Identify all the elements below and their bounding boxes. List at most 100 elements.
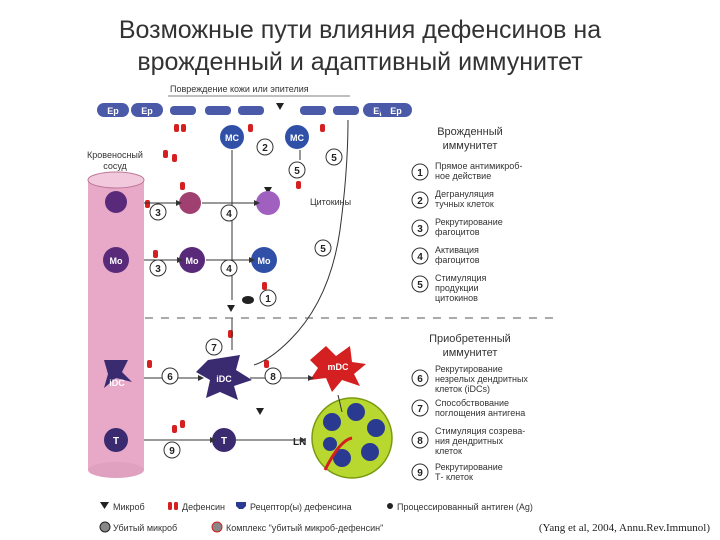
svg-text:5: 5 — [417, 280, 423, 291]
svg-text:цитокинов: цитокинов — [435, 293, 478, 303]
t-cell-label-vessel: T — [113, 436, 119, 447]
killed-microbe-legend-icon — [99, 521, 111, 533]
monocyte-label-activated: Mo — [258, 256, 271, 266]
svg-text:тучных клеток: тучных клеток — [435, 199, 494, 209]
svg-text:фагоцитов: фагоцитов — [435, 255, 480, 265]
adaptive-heading-line-1: Приобретенный — [429, 333, 511, 345]
svg-text:клеток (iDCs): клеток (iDCs) — [435, 384, 490, 394]
svg-text:1: 1 — [417, 168, 423, 179]
skin-damage-label: Повреждение кожи или эпителия — [170, 84, 309, 94]
innate-item-5: 5 Стимуляция продукции цитокинов — [411, 273, 487, 303]
title-line-1: Возможные пути влияния дефенсинов на — [118, 16, 602, 44]
mast-cell — [220, 125, 244, 149]
idc-cell — [196, 355, 252, 400]
svg-text:фагоцитов: фагоцитов — [435, 227, 480, 237]
cytokines-label: Цитокины — [310, 197, 351, 207]
svg-text:2: 2 — [262, 143, 268, 154]
diagram-step-markers: 2 5 5 3 4 3 4 5 1 7 6 8 9 — [149, 138, 343, 459]
svg-text:5: 5 — [320, 244, 326, 255]
legend-microbe: Микроб — [113, 502, 145, 512]
svg-text:6: 6 — [417, 374, 423, 385]
svg-text:Рекрутирование: Рекрутирование — [435, 462, 503, 472]
innate-heading-line-2: иммунитет — [443, 140, 498, 152]
innate-item-2: 2 Дегрануляция тучных клеток — [411, 189, 494, 209]
svg-text:незрелых дендритных: незрелых дендритных — [435, 374, 528, 384]
slide-title: Возможные пути влияния дефенсинов на вро… — [0, 14, 720, 78]
defensin-legend-icon — [168, 502, 172, 510]
vessel-label-line-2: сосуд — [103, 161, 127, 171]
epithelium-cell — [131, 103, 163, 117]
svg-text:6: 6 — [167, 372, 173, 383]
adaptive-item-7: 7 Способствование поглощения антигена — [411, 398, 525, 418]
pathway-arrows — [144, 119, 349, 441]
adaptive-heading-line-2: иммунитет — [443, 347, 498, 359]
svg-text:9: 9 — [169, 446, 175, 457]
svg-text:8: 8 — [270, 372, 276, 383]
svg-text:Дегрануляция: Дегрануляция — [435, 189, 494, 199]
innate-item-1: 1 Прямое антимикроб- ное действие — [411, 161, 522, 181]
mast-cell-label: MC — [290, 133, 304, 143]
svg-text:Т- клеток: Т- клеток — [435, 472, 473, 482]
monocyte-in-vessel — [103, 247, 129, 273]
svg-text:8: 8 — [417, 436, 423, 447]
phagocyte-cell — [179, 192, 201, 214]
svg-text:3: 3 — [417, 224, 423, 235]
t-cell-label: T — [221, 436, 227, 447]
innate-heading-line-1: Врожденный — [437, 126, 503, 138]
svg-text:4: 4 — [226, 209, 232, 220]
t-cell-in-vessel — [104, 428, 128, 452]
t-cell — [212, 428, 236, 452]
svg-text:3: 3 — [155, 264, 161, 275]
epithelium-cell-label: Ep — [390, 106, 402, 116]
svg-text:7: 7 — [211, 343, 217, 354]
lymph-node-label: LN — [293, 437, 306, 448]
activated-phagocyte — [256, 191, 280, 215]
legend-defensin: Дефенсин — [182, 502, 225, 512]
activated-monocyte — [251, 247, 277, 273]
idc-in-vessel — [104, 360, 132, 388]
legend-receptor: Рецептор(ы) дефенсина — [250, 502, 352, 512]
idc-label-vessel: iDC — [109, 378, 125, 388]
phagocyte-in-vessel — [105, 191, 127, 213]
svg-text:ния дендритных: ния дендритных — [435, 436, 503, 446]
vessel-label-line-1: Кровеносный — [87, 150, 143, 160]
lymph-node — [311, 397, 393, 479]
mdc-cell — [310, 346, 366, 392]
svg-text:9: 9 — [417, 468, 423, 479]
svg-text:Стимуляция: Стимуляция — [435, 273, 487, 283]
monocyte-label: Mo — [110, 256, 123, 266]
svg-text:3: 3 — [155, 208, 161, 219]
adaptive-item-6: 6 Рекрутирование незрелых дендритных кле… — [411, 364, 528, 394]
svg-text:1: 1 — [265, 294, 271, 305]
epithelium-cell-label: Ep — [107, 106, 119, 116]
blood-vessel — [87, 171, 145, 478]
svg-text:Рекрутирование: Рекрутирование — [435, 364, 503, 374]
idc-label: iDC — [216, 374, 232, 384]
mast-cell-degranulating — [285, 125, 309, 149]
svg-text:4: 4 — [417, 252, 423, 263]
epithelium-cell-label: Ep — [141, 106, 153, 116]
svg-text:5: 5 — [294, 166, 300, 177]
svg-text:5: 5 — [331, 153, 337, 164]
legend: Микроб Дефенсин Рецептор(ы) дефенсина Пр… — [99, 502, 533, 533]
antigen-legend-icon — [387, 503, 393, 509]
svg-text:поглощения антигена: поглощения антигена — [435, 408, 525, 418]
legend-killed-microbe: Убитый микроб — [113, 523, 177, 533]
svg-text:ное действие: ное действие — [435, 171, 491, 181]
title-line-2: врожденный и адаптивный иммунитет — [137, 48, 583, 76]
receptor-legend-icon — [236, 502, 246, 509]
adaptive-item-8: 8 Стимуляция созрева- ния дендритных кле… — [411, 426, 525, 456]
epithelium-cell-label: Ep — [373, 106, 385, 116]
svg-text:Стимуляция созрева-: Стимуляция созрева- — [435, 426, 525, 436]
monocyte-label: Mo — [186, 256, 199, 266]
mdc-label: mDC — [327, 362, 349, 372]
svg-text:4: 4 — [226, 264, 232, 275]
microbe-legend-icon — [100, 502, 109, 509]
complex-legend-icon — [211, 521, 223, 533]
microbe-markers — [227, 103, 284, 415]
citation: (Yang et al, 2004, Annu.Rev.Immunol) — [538, 522, 710, 534]
svg-text:2: 2 — [417, 196, 423, 207]
svg-text:Прямое антимикроб-: Прямое антимикроб- — [435, 161, 522, 171]
legend-antigen: Процессированный антиген (Ag) — [397, 502, 533, 512]
